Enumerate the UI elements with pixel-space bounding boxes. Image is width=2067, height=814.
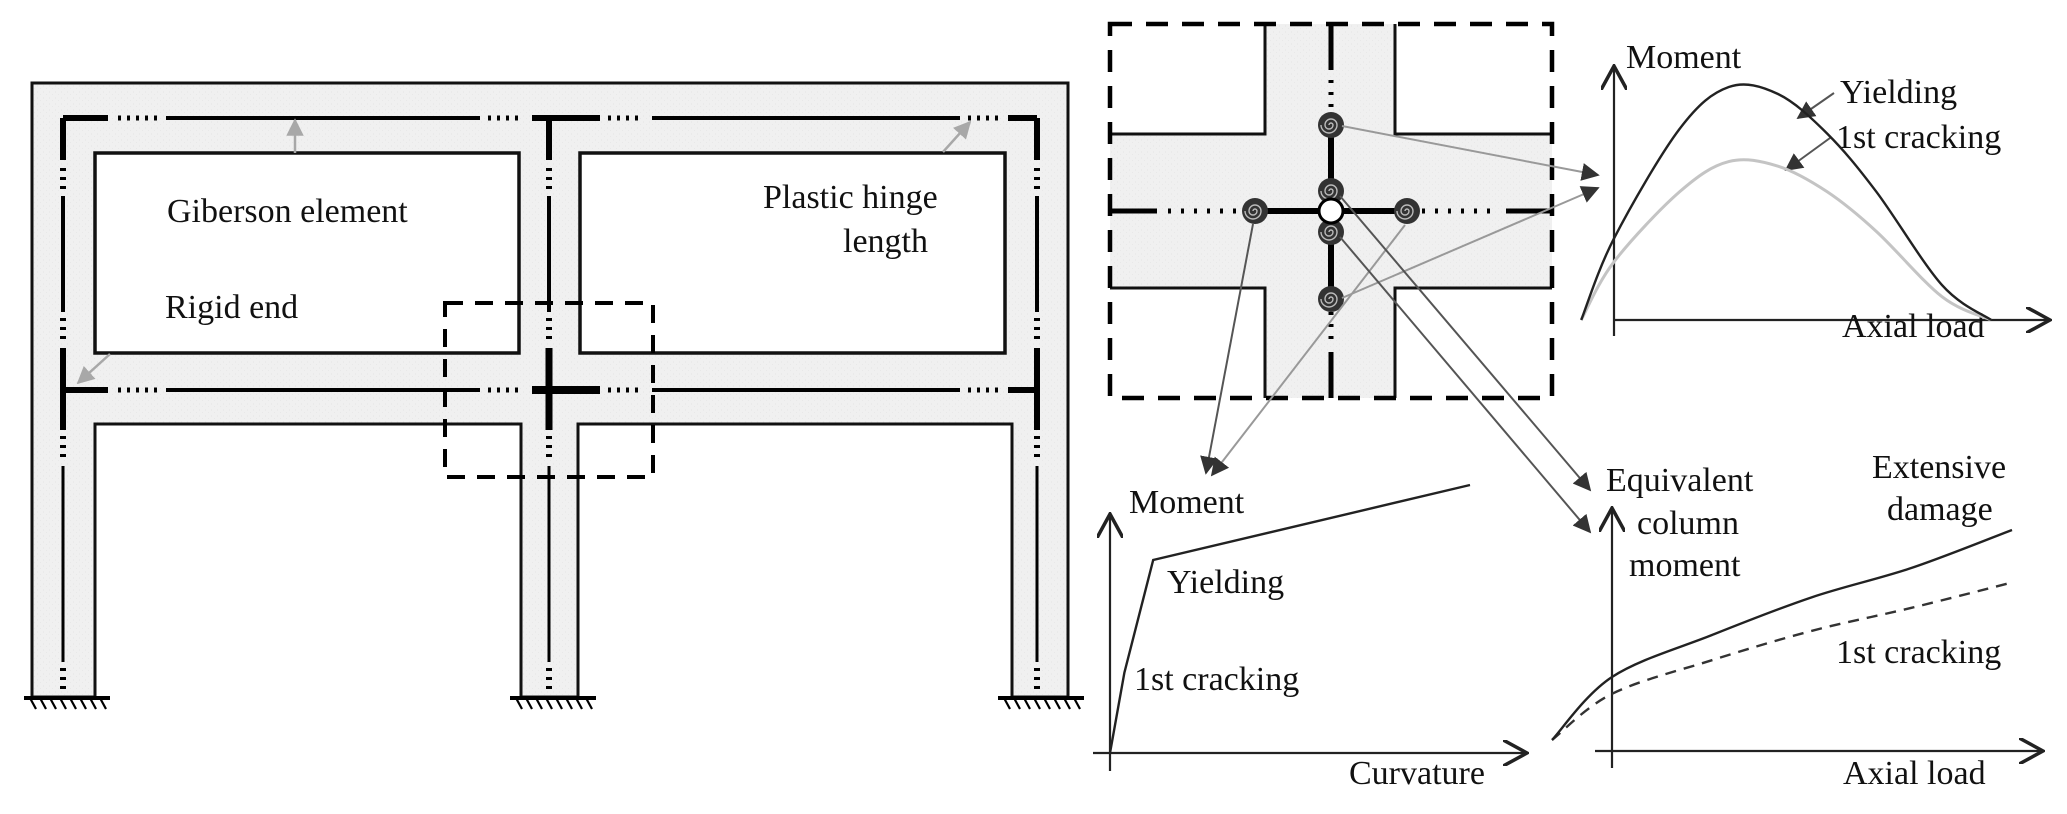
lower-left-opening [93, 422, 523, 697]
lower-right-opening [576, 422, 1014, 697]
chart1-legend-cracking: 1st cracking [1836, 119, 2001, 156]
chart3-y-label-line1: Equivalent [1606, 462, 1754, 499]
spring-icon-top [1317, 111, 1345, 139]
chart1-series-cracking [1579, 158, 1992, 322]
pointer-to-moment-axial-1 [1341, 125, 1600, 181]
pointer-to-moment-axial-2 [1341, 186, 1600, 299]
chart3-legend-cracking: 1st cracking [1836, 634, 2001, 671]
pointer-to-equiv-moment-1 [1339, 195, 1592, 492]
chart3-series-cracking [1551, 581, 2013, 741]
pointer-to-moment-curvature-2 [1210, 224, 1406, 477]
fixed-support-left [24, 696, 110, 710]
chart2-series-backbone [1108, 483, 1471, 754]
quadrant-bottom-left [1110, 286, 1267, 398]
moment-axial-chart: Moment Axial load Yielding 1st cracking [1579, 39, 2050, 345]
pointer-to-moment-curvature-1 [1200, 223, 1254, 475]
chart1-legend-yielding: Yielding [1840, 74, 1957, 111]
moment-curvature-chart: Moment Curvature Yielding 1st cracking [1093, 483, 1527, 792]
chart1-yielding-pointer [1796, 92, 1835, 120]
chart2-x-label: Curvature [1349, 755, 1485, 792]
fixed-support-right [998, 696, 1084, 710]
fixed-support-center [510, 696, 596, 710]
rigid-end-label: Rigid end [165, 289, 298, 326]
chart3-legend-damage-line2: damage [1887, 491, 1993, 528]
spring-icon-right [1393, 197, 1421, 225]
chart1-cracking-pointer [1784, 137, 1831, 172]
upper-right-opening [578, 151, 1007, 355]
quadrant-top-right [1393, 24, 1552, 136]
giberson-element-label: Giberson element [167, 193, 408, 230]
chart2-y-label: Moment [1129, 484, 1245, 521]
quadrant-bottom-right [1393, 286, 1552, 398]
plastic-hinge-label-line2: length [843, 223, 928, 260]
chart3-legend-damage-line1: Extensive [1872, 449, 2006, 486]
joint-detail-region [443, 301, 655, 479]
plastic-hinge-label-line1: Plastic hinge [763, 179, 938, 216]
chart3-y-label-line2: column [1637, 505, 1739, 542]
chart1-y-label: Moment [1626, 39, 1742, 76]
chart1-series-yielding [1580, 83, 1992, 322]
chart2-annotation-yielding: Yielding [1167, 564, 1284, 601]
chart3-x-label: Axial load [1843, 755, 1986, 792]
rigid-end-pointer-arrow [76, 353, 111, 385]
chart3-y-label-line3: moment [1629, 547, 1741, 584]
joint-node-icon [1317, 197, 1345, 225]
spring-icon-left [1241, 197, 1269, 225]
chart3-series-damage [1551, 528, 2013, 741]
joint-detail-diagram [1107, 21, 1600, 534]
chart1-x-label: Axial load [1842, 308, 1985, 345]
frame-diagram: Giberson element Rigid end Plastic hinge… [24, 81, 1084, 710]
chart2-annotation-cracking: 1st cracking [1134, 661, 1299, 698]
upper-left-opening [93, 151, 521, 355]
quadrant-top-left [1110, 24, 1267, 136]
pointer-to-equiv-moment-2 [1339, 236, 1592, 534]
equiv-moment-chart: Equivalent column moment Axial load Exte… [1551, 449, 2043, 792]
plastic-hinge-pointer-arrow [942, 120, 972, 153]
